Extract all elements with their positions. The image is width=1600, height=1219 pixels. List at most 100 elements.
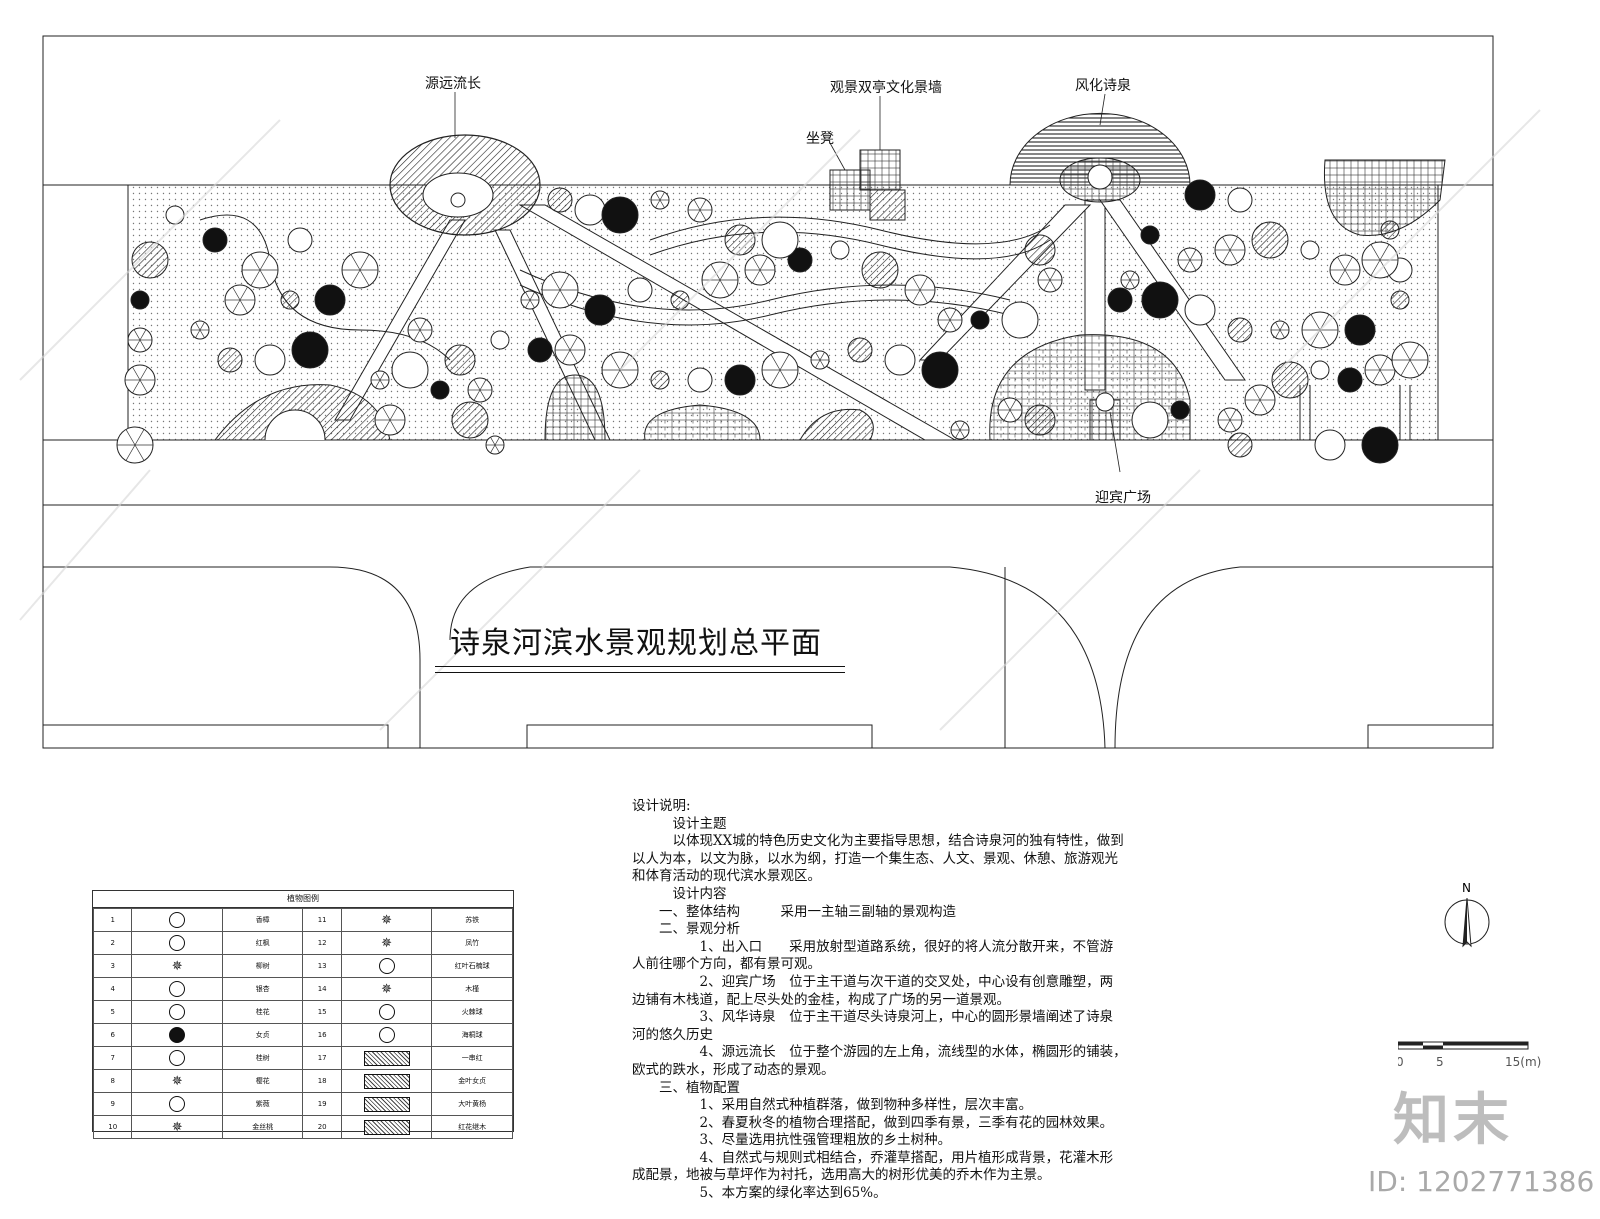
legend-num: 4	[92, 977, 133, 1001]
tree-branch-mark	[1009, 399, 1017, 411]
tree-branch-mark	[259, 254, 270, 271]
tree-symbol	[584, 294, 616, 326]
tree-symbol	[444, 344, 476, 376]
note-line: 二、景观分析	[632, 921, 740, 938]
legend-name: 火棘球	[431, 1000, 513, 1024]
tree-branch-mark	[693, 209, 701, 221]
tree-branch-mark	[1222, 236, 1231, 251]
tree-branch-mark	[1229, 249, 1238, 264]
tree-branch-mark	[819, 352, 825, 361]
tree-symbol	[1361, 426, 1399, 464]
tree-branch-mark	[659, 192, 665, 201]
legend-name: 海桐球	[431, 1023, 513, 1047]
tree-branch-mark	[959, 429, 965, 438]
legend-symbol-star-icon: ✵	[381, 981, 393, 997]
tree-branch-mark	[529, 299, 535, 308]
legend-symbol	[131, 1046, 223, 1070]
legend-symbol-hatch-icon	[363, 1050, 410, 1066]
tree-branch-mark	[1223, 409, 1231, 421]
tree-branch-mark	[1129, 279, 1135, 288]
legend-symbol: ✵	[131, 954, 223, 978]
tree-branch-mark	[559, 274, 570, 291]
label-seat: 坐凳	[806, 131, 834, 147]
tree-symbol	[291, 331, 329, 369]
tree-branch-mark	[1183, 249, 1191, 261]
tree-branch-mark	[1379, 259, 1390, 276]
tree-branch-mark	[1344, 256, 1353, 271]
tree-branch-mark	[815, 352, 821, 361]
tree-symbol	[884, 344, 916, 376]
tree-symbol	[1184, 179, 1216, 211]
legend-symbol-star-icon: ✵	[171, 1073, 183, 1089]
tree-branch-mark	[1125, 272, 1131, 281]
tree-branch-mark	[550, 289, 561, 306]
note-line: 5、本方案的绿化率达到65%。	[632, 1185, 887, 1202]
tree-branch-mark	[1049, 279, 1057, 291]
tree-branch-mark	[359, 269, 370, 286]
legend-symbol: ✵	[131, 1069, 223, 1093]
legend-name: 桂花	[221, 1000, 304, 1024]
note-line: 1、出入口 采用放射型道路系统，很好的将人流分散开来，不管游	[632, 938, 1114, 955]
note-line: 4、源远流长 位于整个游园的左上角，流线型的水体，椭圆形的铺装，	[632, 1044, 1127, 1061]
tree-branch-mark	[1129, 272, 1135, 281]
label-spring: 风化诗泉	[1075, 78, 1131, 94]
tree-symbol	[1310, 360, 1330, 380]
legend-title: 植物图例	[93, 891, 513, 908]
tree-branch-mark	[250, 269, 261, 286]
tree-branch-mark	[943, 309, 951, 321]
tree-symbol	[847, 337, 873, 363]
tree-branch-mark	[195, 329, 201, 338]
tree-branch-mark	[199, 322, 205, 331]
plant-symbols	[116, 179, 1429, 464]
legend-name: 银杏	[221, 977, 304, 1001]
tree-branch-mark	[490, 444, 496, 453]
legend-num: 16	[302, 1023, 342, 1047]
tree-branch-mark	[382, 406, 391, 421]
note-line: 人前往哪个方向，都有景可观。	[632, 956, 821, 973]
note-line: 成配景，地被与草坪作为衬托，选用高大的树形优美的乔木作为主景。	[632, 1167, 1051, 1184]
image-id: ID: 1202771386	[1368, 1165, 1595, 1198]
legend-num: 8	[92, 1069, 133, 1093]
tree-branch-mark	[779, 354, 790, 371]
tree-branch-mark	[1043, 269, 1051, 281]
legend-num: 7	[92, 1046, 133, 1070]
tree-branch-mark	[389, 419, 398, 434]
legend-num: 10	[92, 1115, 133, 1139]
legend-name: 红枫	[221, 931, 304, 955]
tree-branch-mark	[1229, 409, 1237, 421]
tree-symbol	[1300, 240, 1320, 260]
tree-branch-mark	[359, 254, 370, 271]
label-source-feature: 源远流长	[425, 76, 481, 92]
tree-symbol	[490, 330, 510, 350]
tree-symbol	[527, 337, 553, 363]
tree-symbol	[202, 227, 228, 253]
tree-branch-mark	[375, 372, 381, 381]
tree-branch-mark	[1279, 329, 1285, 338]
note-line: 以体现XX城的特色历史文化为主要指导思想，结合诗泉河的独有特性，做到	[632, 833, 1124, 850]
tree-symbol	[970, 310, 990, 330]
tree-branch-mark	[1379, 356, 1388, 371]
tree-branch-mark	[419, 319, 427, 331]
tree-branch-mark	[1279, 322, 1285, 331]
legend-num: 19	[302, 1092, 342, 1116]
north-arrow: N	[1444, 881, 1490, 948]
legend-name: 樱花	[221, 1069, 304, 1093]
tree-symbol	[724, 224, 756, 256]
plan-title: 诗泉河滨水景观规划总平面	[450, 626, 822, 661]
tree-branch-mark	[819, 359, 825, 368]
tree-branch-mark	[693, 199, 701, 211]
note-line: 三、植物配置	[632, 1079, 740, 1096]
note-line: 1、采用自然式种植群落，做到物种多样性，层次丰富。	[632, 1097, 1033, 1114]
tree-branch-mark	[419, 329, 427, 341]
tree-symbol	[1131, 401, 1169, 439]
legend-symbol	[131, 1092, 223, 1116]
legend-num: 1	[92, 908, 133, 932]
tree-branch-mark	[912, 289, 921, 304]
tree-branch-mark	[494, 437, 500, 446]
tree-branch-mark	[562, 336, 571, 351]
tree-branch-mark	[413, 319, 421, 331]
legend-symbol	[340, 1092, 433, 1116]
